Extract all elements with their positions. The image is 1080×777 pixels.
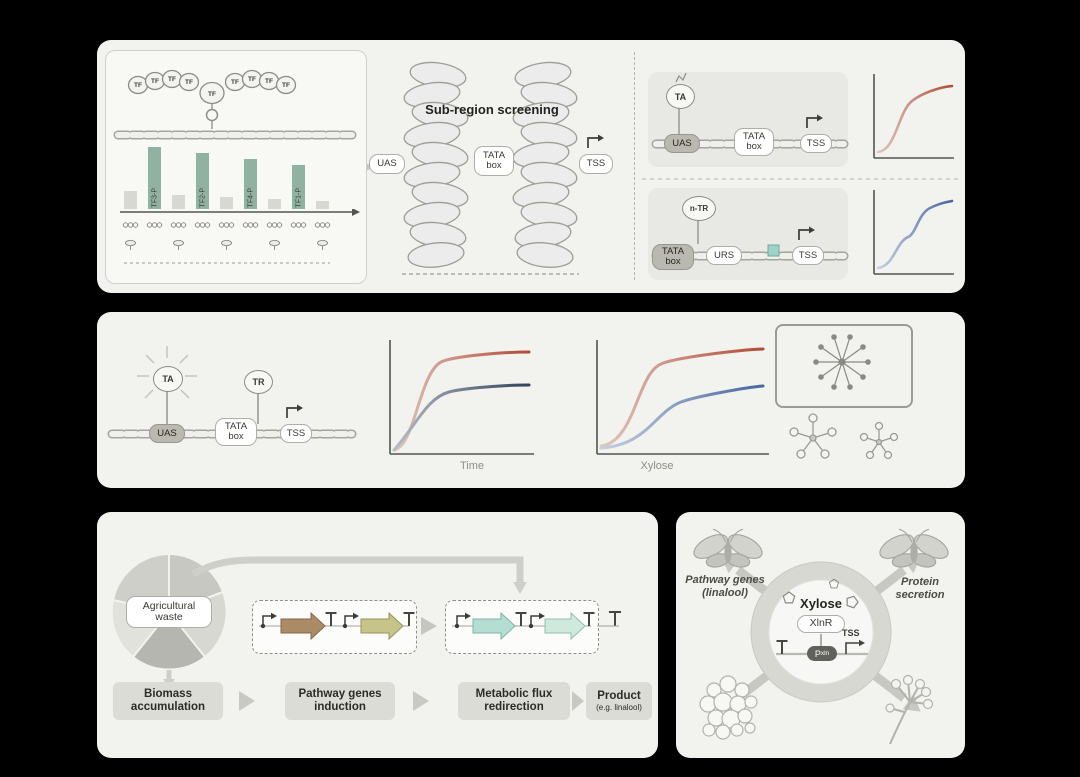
product-note: (e.g. linalool) [596, 703, 642, 713]
tss-label-mid: TSS [579, 154, 613, 174]
graph1-x-axis-label: Time [459, 460, 485, 472]
svg-text:TF: TF [151, 78, 159, 85]
step-arrow-icon [413, 691, 429, 711]
expression-bar [316, 201, 329, 209]
step-metabolic-flux-redirection: Metabolic flux redirection [458, 682, 570, 720]
svg-text:TF: TF [265, 78, 273, 85]
expression-bar [172, 195, 185, 209]
repressor-balloon: TR [244, 370, 273, 394]
metabolite-network-frame [775, 324, 913, 408]
promoter-letter: P [814, 648, 821, 659]
bar-label: TF3-P [151, 187, 158, 207]
product-title: Product [597, 689, 641, 702]
panel-divider [634, 52, 635, 280]
expression-bar: TF3-P [148, 147, 161, 209]
bar-label: TF1-P [295, 187, 302, 207]
svg-text:TF: TF [231, 79, 239, 86]
tss-label: TSS [842, 628, 860, 638]
tss-label-repression: TSS [792, 246, 824, 265]
bar-label: TF2-P [199, 187, 206, 207]
tss-label: TSS [280, 424, 312, 443]
svg-text:TF: TF [134, 82, 142, 89]
xylose-system-illustration [689, 528, 953, 745]
xlnr-tf-label: XlnR [797, 615, 845, 633]
panel-application-pipeline: Agricultural waste Biomass accumulation … [97, 512, 658, 758]
tss-arrow-icon [806, 114, 823, 128]
caption-line: Pathway genes [685, 574, 765, 586]
tf-promoter-bar-chart: TF3-P TF2-P TF4-P TF1-P [124, 145, 352, 209]
step-product: Product (e.g. linalool) [586, 682, 652, 720]
caption-protein-secretion: Protein secretion [895, 576, 945, 602]
tata-box-label: TATA box [215, 418, 257, 446]
nucleosome-coils-illustration [367, 61, 579, 275]
svg-text:TF: TF [282, 82, 290, 89]
panel-synthetic-promoter-design: TA TR UAS TATA box TSS Time Xylose [97, 312, 965, 488]
urs-label: URS [706, 246, 742, 265]
construct-elements [259, 611, 621, 641]
svg-text:TF: TF [185, 79, 193, 86]
caption-pathway-genes: Pathway genes (linalool) [682, 574, 768, 600]
transcriptional-activator-balloon: TA [666, 84, 695, 109]
expression-bar [220, 197, 233, 209]
subregion-screening-title: Sub-region screening [425, 102, 559, 117]
uas-label-mid: UAS [369, 154, 405, 174]
activator-balloon: TA [153, 366, 183, 392]
xylose-label: Xylose [800, 596, 842, 611]
expression-bar: TF2-P [196, 153, 209, 209]
svg-text:TF: TF [248, 76, 256, 83]
svg-text:TF: TF [168, 76, 176, 83]
bar-chart-axis [120, 209, 360, 264]
uas-label-activation: UAS [664, 134, 700, 153]
step-biomass-accumulation: Biomass accumulation [113, 682, 223, 720]
expression-bar: TF1-P [292, 165, 305, 209]
tss-label-activation: TSS [800, 134, 832, 153]
expression-bar [268, 199, 281, 209]
svg-text:TF: TF [208, 91, 216, 98]
tss-arrow-icon [587, 134, 604, 148]
agricultural-waste-label: Agricultural waste [126, 596, 212, 628]
step-arrow-icon [239, 691, 255, 711]
tata-box-label-repression: TATA box [652, 244, 694, 270]
graph2-x-axis-label: Xylose [640, 460, 674, 472]
expression-bar: TF4-P [244, 159, 257, 209]
tss-arrow-icon [798, 226, 815, 240]
tata-box-label-mid: TATA box [474, 146, 514, 176]
step-arrow-icon [572, 691, 584, 711]
tata-box-label-activation: TATA box [734, 128, 774, 156]
transcriptional-repressor-balloon: n-TR [682, 196, 716, 221]
tf-dna-illustration: TF TF TF TF TF TF TF TF TF [113, 69, 359, 140]
step-pathway-genes-induction: Pathway genes induction [285, 682, 395, 720]
bar-label: TF4-P [247, 187, 254, 207]
tss-arrow-icon [286, 404, 303, 418]
caption-line: (linalool) [702, 587, 748, 600]
promoter-subscript: xln [820, 650, 830, 657]
expression-bar [124, 191, 137, 209]
uas-label: UAS [149, 424, 185, 443]
regulation-section: TA UAS TATA box TSS n-TR TATA box URS TS… [642, 46, 960, 286]
